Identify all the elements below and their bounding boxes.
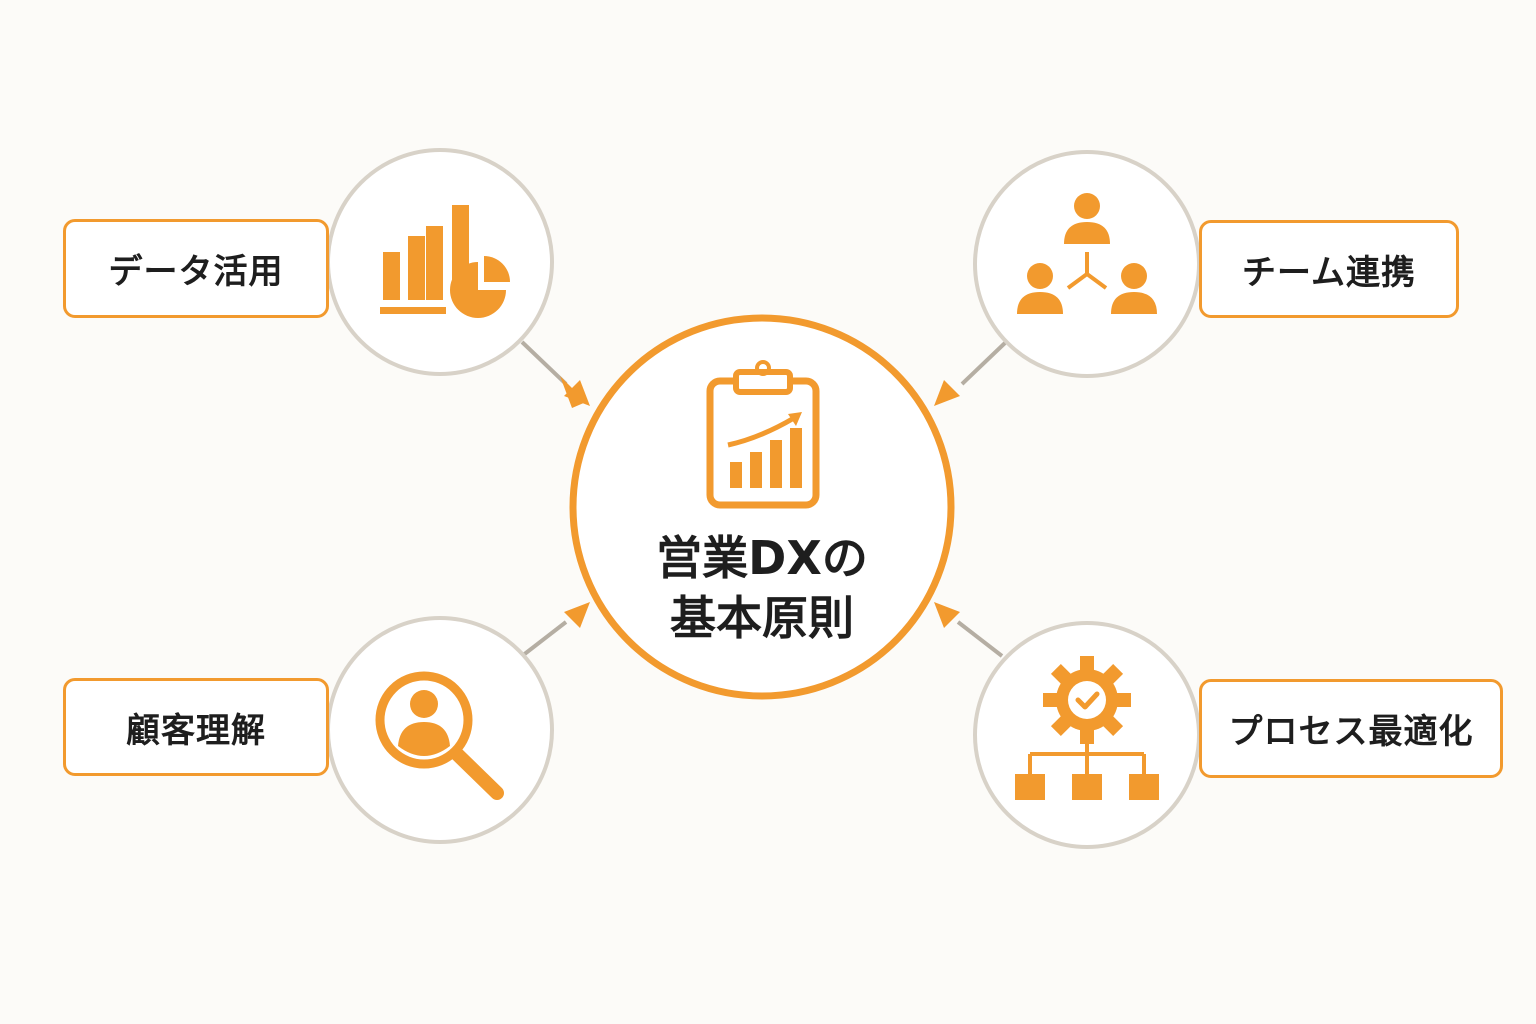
clipboard-growth-chart-icon (706, 360, 820, 509)
label-data-utilization: データ活用 (63, 219, 329, 318)
magnifier-person-icon (375, 671, 504, 800)
center-title-line1: 営業DXの (656, 531, 868, 585)
connector-process (934, 602, 1004, 658)
center-title-line2: 基本原則 (670, 591, 854, 645)
label-team-collaboration: チーム連携 (1199, 220, 1459, 318)
connector-team (934, 340, 1008, 406)
label-customer-understanding: 顧客理解 (63, 678, 329, 776)
connector-data (520, 340, 590, 408)
center-title: 営業DXの 基本原則 (600, 528, 924, 648)
team-network-icon (1017, 193, 1157, 314)
bar-pie-chart-icon (380, 205, 510, 318)
gear-check-flow-icon (1015, 656, 1159, 800)
connector-customer (520, 602, 590, 658)
label-process-optimization: プロセス最適化 (1199, 679, 1503, 778)
